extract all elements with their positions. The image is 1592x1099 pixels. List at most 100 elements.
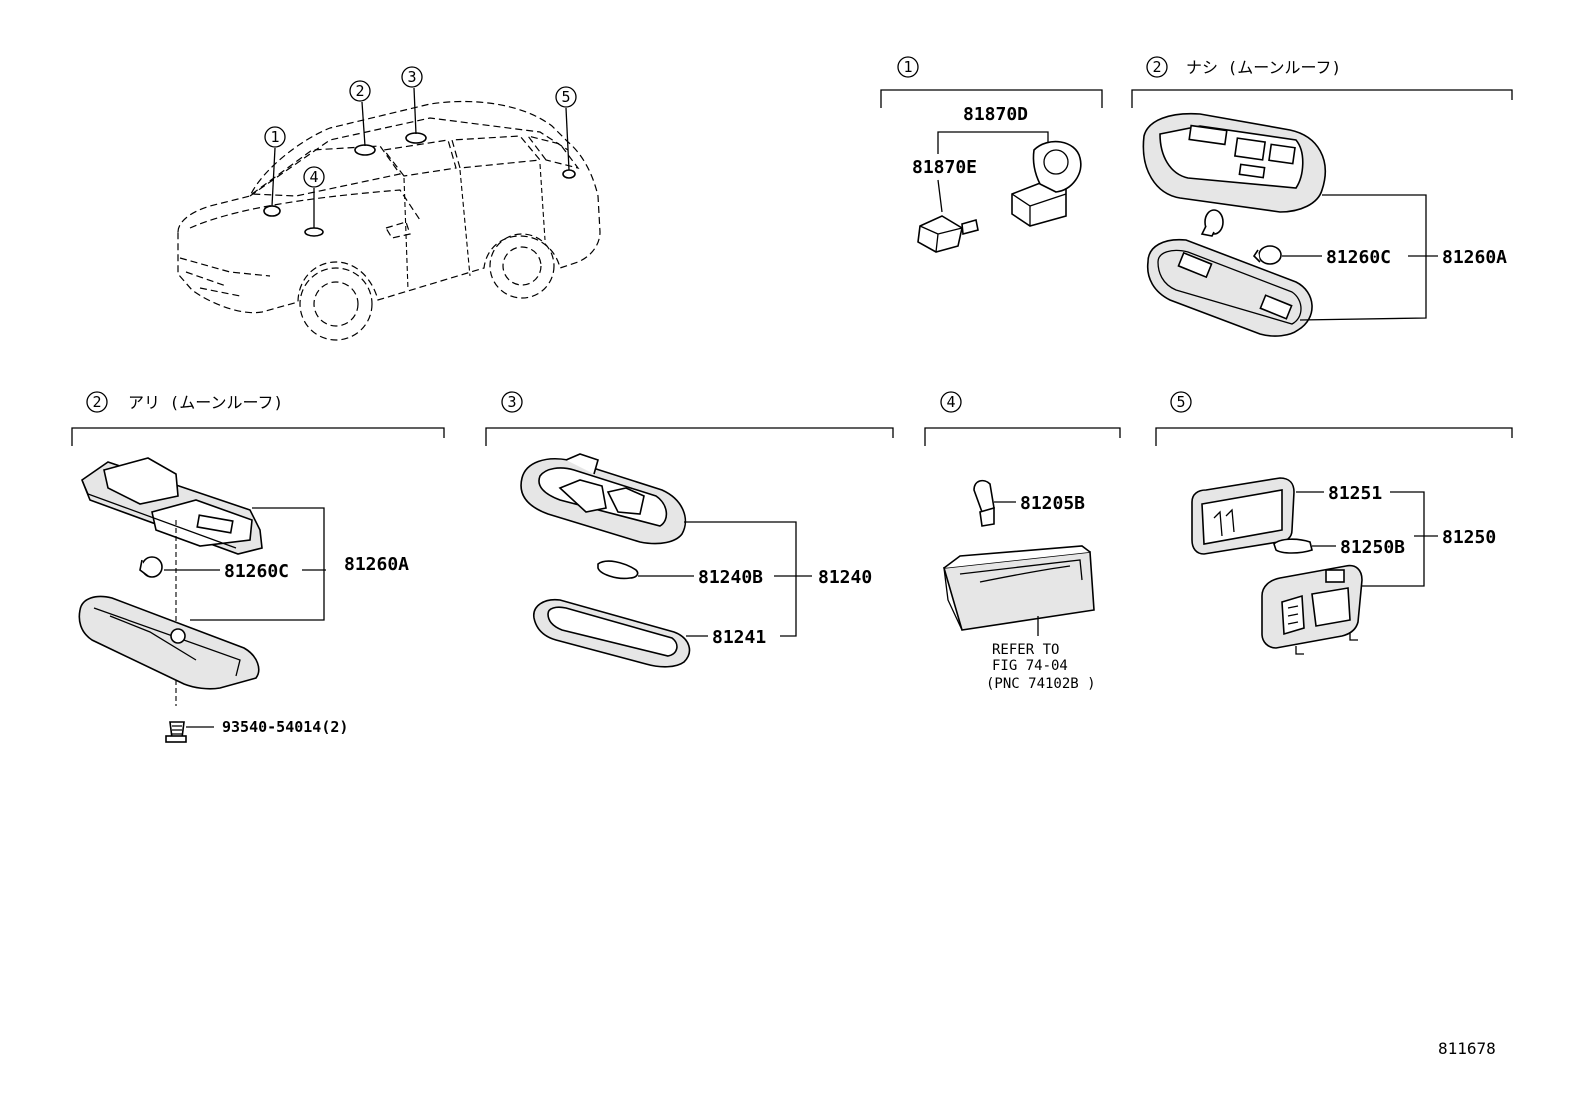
part-93540-54014: 93540-54014(2) xyxy=(222,718,348,736)
part-81241: 81241 xyxy=(712,627,766,648)
car-hood xyxy=(189,189,421,229)
part-81251: 81251 xyxy=(1328,483,1382,504)
car-side-window-rear xyxy=(451,135,542,169)
svg-text:FIG 74-04: FIG 74-04 xyxy=(992,658,1068,674)
svg-text:1: 1 xyxy=(270,128,279,146)
section-5-bracket xyxy=(1155,427,1513,446)
car-windshield xyxy=(250,145,402,197)
car-overview: 1 2 3 4 5 xyxy=(177,66,601,341)
part-81240B: 81240B xyxy=(698,567,763,588)
part-81205B: 81205B xyxy=(1020,493,1085,514)
car-door-line xyxy=(403,163,546,291)
callout-3: 3 xyxy=(401,66,423,88)
section-5-header: 5 xyxy=(1170,391,1192,413)
leader-81870D xyxy=(937,131,1049,154)
svg-text:2: 2 xyxy=(355,82,364,100)
section-2a: 2 ナシ (ムーンルーフ) 812 xyxy=(1131,56,1513,337)
bulb-81260C-a xyxy=(1200,209,1224,237)
car-roofline xyxy=(249,117,569,197)
section-2a-bracket xyxy=(1131,89,1513,108)
section-2b-bracket xyxy=(71,427,445,446)
section-4: 4 81205B REFER TO FIG 74-04 (PNC 74102B … xyxy=(924,391,1121,692)
housing-81240 xyxy=(520,453,687,545)
housing-81260A-upper xyxy=(1142,112,1326,213)
lens-81251 xyxy=(1191,477,1295,555)
callout-4: 4 xyxy=(303,166,325,188)
lamp-marker-5 xyxy=(562,169,576,179)
section-2b-header: 2 アリ (ムーンルーフ) xyxy=(86,391,283,413)
car-body-outline xyxy=(177,100,601,314)
lamp-marker-2 xyxy=(354,144,376,156)
lamp-marker-4 xyxy=(304,227,324,237)
car-rear-hub xyxy=(502,246,542,286)
bulb-81240B xyxy=(597,560,639,580)
lens-81260A-lower xyxy=(1146,238,1313,337)
housing-81250 xyxy=(1261,564,1363,655)
part-2a-81260C: 81260C xyxy=(1326,247,1391,268)
section-2a-caption: ナシ (ムーンルーフ) xyxy=(1186,58,1341,77)
part-81870E: 81870E xyxy=(912,157,977,178)
leader-callout-1 xyxy=(271,147,276,207)
car-front-wheel xyxy=(299,267,373,341)
section-1: 1 81870D 81870E xyxy=(880,56,1103,253)
bracket-81250 xyxy=(1362,491,1425,587)
car-side-window-front xyxy=(382,139,457,177)
lamp-marker-1 xyxy=(263,205,281,217)
part-81870D: 81870D xyxy=(963,104,1028,125)
callout-1: 1 xyxy=(264,126,286,148)
part-81250: 81250 xyxy=(1442,527,1496,548)
section-5: 5 81251 81250B 81250 xyxy=(1155,391,1513,655)
part-2b-81260C: 81260C xyxy=(224,561,289,582)
section-2b: 2 アリ (ムーンルーフ) 81260C 81260A xyxy=(71,391,445,743)
section-2b-caption: アリ (ムーンルーフ) xyxy=(128,393,283,412)
bracket-2a-81260A xyxy=(1299,194,1427,321)
svg-text:4: 4 xyxy=(946,393,955,411)
switch-81870E xyxy=(917,215,979,253)
callout-2: 2 xyxy=(349,80,371,102)
bracket-81870D xyxy=(1011,140,1082,227)
svg-text:2: 2 xyxy=(1152,58,1161,76)
leader-81870E xyxy=(937,179,943,213)
svg-text:REFER TO: REFER TO xyxy=(992,642,1059,658)
bracket-81240 xyxy=(684,521,797,637)
svg-text:4: 4 xyxy=(309,168,318,186)
lens-81260A-lower-2b xyxy=(78,595,260,690)
svg-text:5: 5 xyxy=(1176,393,1185,411)
part-2a-81260A: 81260A xyxy=(1442,247,1507,268)
bracket-2b-81260A xyxy=(190,507,325,621)
screw-93540-54014 xyxy=(165,721,187,743)
leader-callout-5 xyxy=(565,107,570,171)
leader-callout-3 xyxy=(413,87,417,135)
section-3: 3 81240B 81240 81241 xyxy=(485,391,894,668)
bulb-81205B xyxy=(973,479,995,527)
section-4-header: 4 xyxy=(940,391,962,413)
svg-text:5: 5 xyxy=(561,88,570,106)
svg-text:(PNC 74102B ): (PNC 74102B ) xyxy=(986,676,1096,692)
leader-callout-2 xyxy=(361,101,366,147)
part-81240: 81240 xyxy=(818,567,872,588)
housing-81260A-upper-2b xyxy=(81,457,263,555)
svg-text:2: 2 xyxy=(92,393,101,411)
svg-text:3: 3 xyxy=(407,68,416,86)
part-81250B: 81250B xyxy=(1340,537,1405,558)
section-1-header: 1 xyxy=(897,56,919,78)
section-4-bracket xyxy=(924,427,1121,446)
part-2b-81260A: 81260A xyxy=(344,554,409,575)
car-front-hub xyxy=(313,281,359,327)
bulb-81260C-b xyxy=(1252,245,1282,265)
bulb-81260C-2b xyxy=(139,556,163,578)
svg-text:3: 3 xyxy=(507,393,516,411)
reference-note: REFER TO FIG 74-04 (PNC 74102B ) xyxy=(986,642,1096,692)
section-3-header: 3 xyxy=(501,391,523,413)
figure-id: 811678 xyxy=(1438,1039,1496,1058)
section-3-bracket xyxy=(485,427,894,446)
lamp-marker-3 xyxy=(405,132,427,144)
section-1-bracket xyxy=(880,89,1103,108)
callout-5: 5 xyxy=(555,86,577,108)
lens-81241 xyxy=(533,598,691,668)
lamp-box-74102B xyxy=(942,545,1095,631)
car-rear-wheel xyxy=(489,233,555,299)
car-rear-window xyxy=(526,135,580,169)
section-2a-header: 2 ナシ (ムーンルーフ) xyxy=(1146,56,1341,78)
